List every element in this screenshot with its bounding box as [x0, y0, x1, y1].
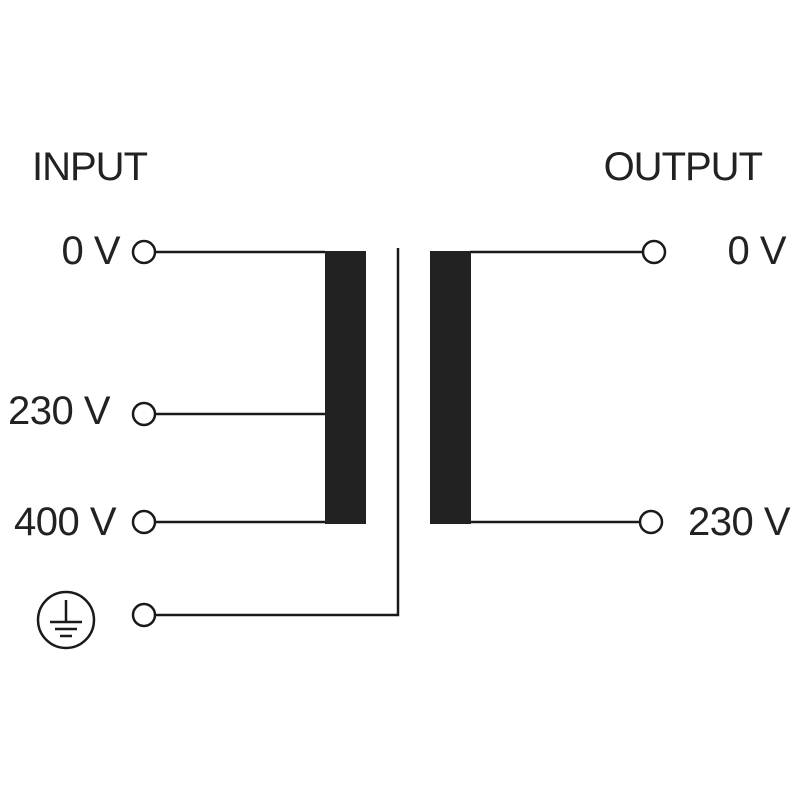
output-label-0v: 0 V	[727, 229, 786, 273]
terminal-output-230v	[638, 509, 664, 535]
input-heading: INPUT	[32, 145, 148, 189]
output-label-230v: 230 V	[688, 500, 791, 544]
terminal-ground	[131, 602, 157, 628]
protective-earth-icon	[36, 590, 96, 650]
input-label-0v: 0 V	[61, 229, 120, 273]
terminal-input-230v	[131, 401, 157, 427]
primary-winding	[325, 251, 366, 524]
terminal-input-0v	[131, 239, 157, 265]
input-label-400v: 400 V	[14, 500, 117, 544]
input-label-230v: 230 V	[8, 389, 111, 433]
secondary-winding	[430, 251, 471, 524]
wire-ground-to-core	[155, 248, 400, 617]
output-heading: OUTPUT	[604, 145, 763, 189]
terminal-input-400v	[131, 509, 157, 535]
terminal-output-0v	[641, 239, 667, 265]
